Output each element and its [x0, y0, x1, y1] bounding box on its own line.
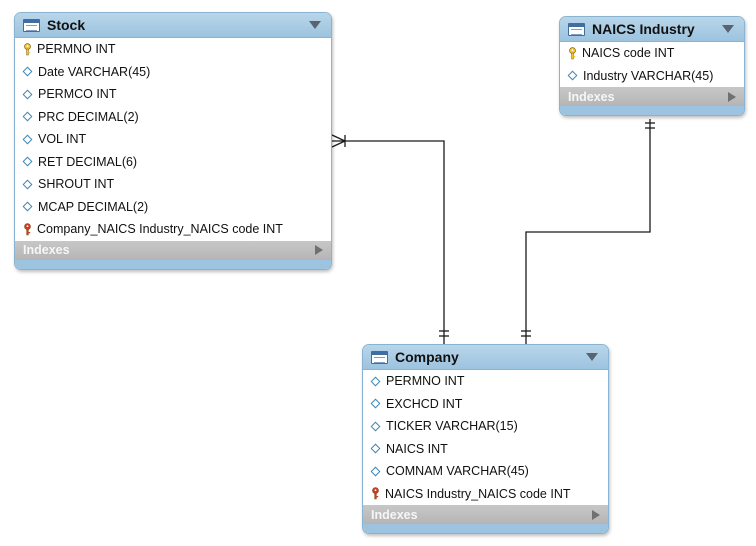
collapse-arrow-icon[interactable] — [722, 25, 734, 33]
column-row[interactable]: PERMNO INT — [363, 370, 608, 393]
column-row[interactable]: NAICS code INT — [560, 42, 744, 65]
column-label: PERMNO INT — [386, 374, 465, 389]
column-label: PERMCO INT — [38, 87, 117, 102]
indexes-section[interactable]: Indexes — [363, 505, 608, 524]
table-header[interactable]: Company — [363, 345, 608, 370]
column-label: Date VARCHAR(45) — [38, 64, 151, 79]
table-title: NAICS Industry — [592, 21, 695, 37]
column-diamond-icon — [22, 111, 33, 122]
indexes-label: Indexes — [568, 89, 615, 104]
column-diamond-icon — [22, 89, 33, 100]
expand-arrow-icon[interactable] — [592, 509, 600, 520]
column-diamond-icon — [22, 201, 33, 212]
table-footer — [15, 259, 331, 269]
column-label: Industry VARCHAR(45) — [583, 68, 714, 83]
column-row[interactable]: TICKER VARCHAR(15) — [363, 415, 608, 438]
column-label: RET DECIMAL(6) — [38, 154, 138, 169]
table-icon — [568, 22, 585, 36]
primary-key-icon — [24, 43, 31, 55]
column-row[interactable]: RET DECIMAL(6) — [15, 151, 331, 174]
table-icon — [23, 18, 40, 32]
column-diamond-icon — [22, 156, 33, 167]
collapse-arrow-icon[interactable] — [586, 353, 598, 361]
column-label: NAICS code INT — [582, 46, 675, 61]
column-diamond-icon — [370, 376, 381, 387]
column-label: COMNAM VARCHAR(45) — [386, 464, 529, 479]
column-row[interactable]: COMNAM VARCHAR(45) — [363, 460, 608, 483]
table-header[interactable]: Stock — [15, 13, 331, 38]
table-title: Stock — [47, 17, 86, 33]
column-row[interactable]: Industry VARCHAR(45) — [560, 65, 744, 88]
table-title: Company — [395, 349, 459, 365]
column-label: NAICS INT — [386, 441, 448, 456]
table-naics-industry[interactable]: NAICS Industry NAICS code INT Industry VA… — [559, 16, 745, 116]
column-diamond-icon — [22, 134, 33, 145]
table-header[interactable]: NAICS Industry — [560, 17, 744, 42]
table-footer — [363, 524, 608, 533]
column-diamond-icon — [22, 179, 33, 190]
column-label: NAICS Industry_NAICS code INT — [385, 486, 571, 501]
relationship-company-stock[interactable] — [331, 134, 449, 344]
column-diamond-icon — [370, 443, 381, 454]
column-row[interactable]: SHROUT INT — [15, 173, 331, 196]
column-row[interactable]: MCAP DECIMAL(2) — [15, 196, 331, 219]
column-diamond-icon — [370, 421, 381, 432]
column-diamond-icon — [370, 466, 381, 477]
table-footer — [560, 106, 744, 115]
table-stock[interactable]: Stock PERMNO INT Date VARCHAR(45) PERMCO I… — [14, 12, 332, 270]
indexes-label: Indexes — [371, 507, 418, 522]
expand-arrow-icon[interactable] — [728, 91, 736, 102]
column-row[interactable]: Company_NAICS Industry_NAICS code INT — [15, 218, 331, 241]
column-label: PRC DECIMAL(2) — [38, 109, 139, 124]
column-row[interactable]: PERMNO INT — [15, 38, 331, 61]
table-icon — [371, 350, 388, 364]
column-list: PERMNO INT EXCHCD INT TICKER VARCHAR(15) NA… — [363, 370, 608, 505]
indexes-section[interactable]: Indexes — [560, 87, 744, 106]
column-row[interactable]: PERMCO INT — [15, 83, 331, 106]
collapse-arrow-icon[interactable] — [309, 21, 321, 29]
column-label: SHROUT INT — [38, 177, 115, 192]
column-diamond-icon — [370, 398, 381, 409]
column-row[interactable]: NAICS Industry_NAICS code INT — [363, 483, 608, 506]
column-row[interactable]: VOL INT — [15, 128, 331, 151]
column-label: VOL INT — [38, 132, 87, 147]
column-label: MCAP DECIMAL(2) — [38, 199, 149, 214]
column-diamond-icon — [567, 70, 578, 81]
foreign-key-icon — [24, 223, 31, 235]
column-label: PERMNO INT — [37, 42, 116, 57]
column-row[interactable]: Date VARCHAR(45) — [15, 61, 331, 84]
column-diamond-icon — [22, 66, 33, 77]
column-row[interactable]: PRC DECIMAL(2) — [15, 106, 331, 129]
column-row[interactable]: NAICS INT — [363, 438, 608, 461]
column-row[interactable]: EXCHCD INT — [363, 393, 608, 416]
column-label: TICKER VARCHAR(15) — [386, 419, 518, 434]
column-list: PERMNO INT Date VARCHAR(45) PERMCO INT PRC … — [15, 38, 331, 241]
relationship-naics-company[interactable] — [521, 119, 655, 344]
indexes-section[interactable]: Indexes — [15, 240, 331, 260]
expand-arrow-icon[interactable] — [315, 245, 323, 255]
column-label: EXCHCD INT — [386, 396, 463, 411]
primary-key-icon — [569, 47, 576, 59]
indexes-label: Indexes — [23, 243, 70, 257]
foreign-key-icon — [372, 487, 379, 500]
table-company[interactable]: Company PERMNO INT EXCHCD INT TICKER VARCH… — [362, 344, 609, 534]
column-list: NAICS code INT Industry VARCHAR(45) — [560, 42, 744, 87]
column-label: Company_NAICS Industry_NAICS code INT — [37, 222, 283, 237]
